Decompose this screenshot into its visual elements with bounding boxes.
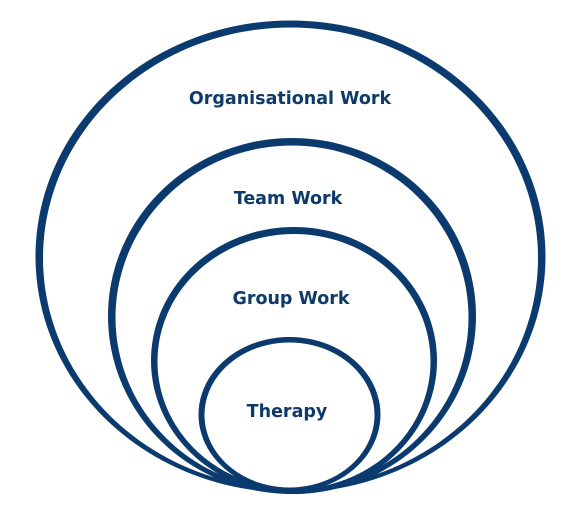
ring-group-work [150, 227, 437, 494]
label-team-work: Team Work [234, 189, 343, 209]
label-therapy: Therapy [247, 402, 328, 422]
labels-group: Organisational Work Team Work Group Work… [189, 89, 392, 422]
label-organisational-work: Organisational Work [189, 89, 392, 109]
label-group-work: Group Work [232, 289, 349, 309]
